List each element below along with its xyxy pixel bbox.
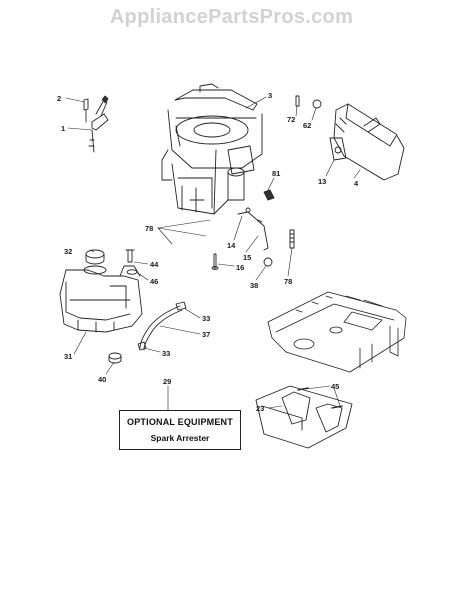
callout-14: 14 xyxy=(227,241,236,250)
callout-78-right: 78 xyxy=(284,277,292,286)
callout-32: 32 xyxy=(64,247,72,256)
optional-equipment-title: OPTIONAL EQUIPMENT xyxy=(127,417,233,427)
bolt-16 xyxy=(211,253,219,270)
callout-13: 13 xyxy=(318,177,326,186)
muffler-part xyxy=(295,95,405,181)
callout-40: 40 xyxy=(98,375,106,384)
callout-4: 4 xyxy=(354,179,359,188)
callout-45: 45 xyxy=(331,382,339,391)
fuel-line-parts xyxy=(237,207,295,267)
watermark: AppliancePartsPros.com xyxy=(109,6,354,28)
callout-3: 3 xyxy=(268,91,272,100)
engine-part xyxy=(161,83,263,215)
callout-15: 15 xyxy=(243,253,251,262)
callout-78-left: 78 xyxy=(145,224,153,233)
callout-81: 81 xyxy=(272,169,280,178)
callout-44: 44 xyxy=(150,260,159,269)
filter-40 xyxy=(108,352,122,364)
callout-33-bottom: 33 xyxy=(162,349,170,358)
spark-arrester-screen-part xyxy=(255,385,353,449)
callout-46: 46 xyxy=(150,277,158,286)
callout-29: 29 xyxy=(163,377,171,386)
fuel-tank-part xyxy=(59,265,143,333)
callout-38: 38 xyxy=(250,281,258,290)
bolt-44 xyxy=(125,249,135,263)
frame-part xyxy=(267,291,407,373)
bolt-part-81 xyxy=(263,189,275,201)
washer-46 xyxy=(126,269,138,275)
callout-37: 37 xyxy=(202,330,210,339)
callout-23: 23 xyxy=(256,404,264,413)
callout-72: 72 xyxy=(287,115,295,124)
callout-1: 1 xyxy=(61,124,65,133)
callout-labels: 2 1 3 72 62 13 4 81 78 14 15 78 32 44 46… xyxy=(57,91,359,413)
callout-31: 31 xyxy=(64,352,72,361)
spark-arrester-label: Spark Arrester xyxy=(150,433,210,443)
fuel-hose-part xyxy=(137,301,187,351)
leader-lines xyxy=(65,96,361,411)
callout-33-top: 33 xyxy=(202,314,210,323)
optional-equipment-box: OPTIONAL EQUIPMENT Spark Arrester xyxy=(119,410,241,450)
callout-16: 16 xyxy=(236,263,244,272)
screw-45 xyxy=(297,387,343,409)
callout-2: 2 xyxy=(57,94,61,103)
throttle-control-part xyxy=(83,95,109,153)
callout-62: 62 xyxy=(303,121,311,130)
